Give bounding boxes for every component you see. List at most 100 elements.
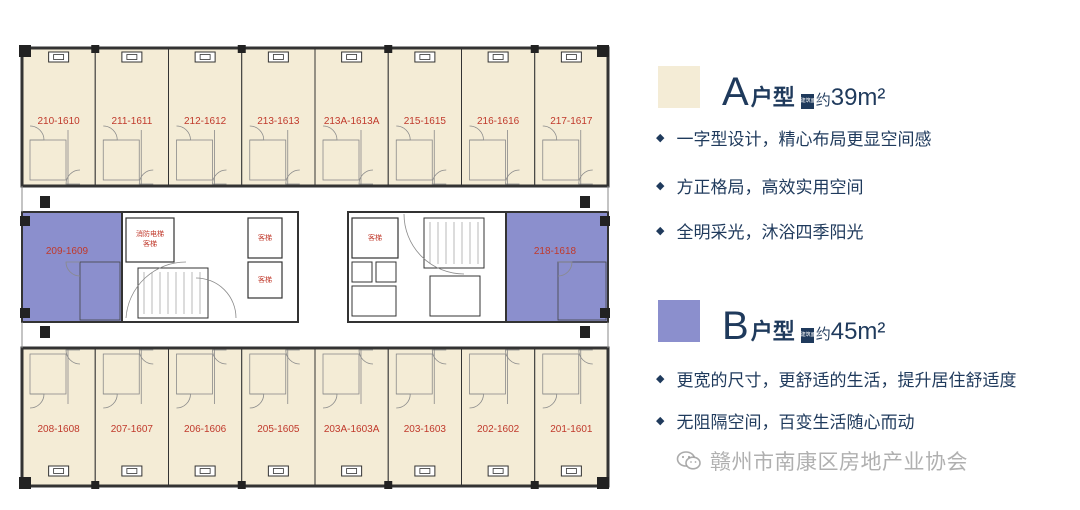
- window-bottom: [560, 465, 582, 477]
- diamond-bullet-icon: ◆: [656, 131, 665, 144]
- window-bottom: [487, 465, 509, 477]
- door-entry-bottom: [285, 349, 300, 365]
- door-swing: [138, 169, 154, 185]
- door-swing: [542, 125, 558, 141]
- passenger-elevator-2: [247, 261, 283, 299]
- lobby-room: [429, 275, 481, 317]
- door-entry-bottom: [65, 349, 81, 365]
- door-entry-bottom: [505, 349, 520, 365]
- window-bottom: [194, 465, 216, 477]
- window-top: [267, 51, 289, 63]
- column: [40, 326, 50, 338]
- door-top: [176, 125, 191, 141]
- door-bottom: [469, 393, 484, 409]
- bathroom-top: [249, 139, 287, 181]
- unit-label-bottom: 208-1608: [37, 424, 80, 435]
- type-b-swatch: [658, 300, 700, 342]
- window-pane: [126, 54, 138, 60]
- door-swing: [431, 349, 447, 365]
- window-pane: [492, 468, 504, 474]
- bathroom-bottom: [322, 353, 360, 395]
- door-bottom: [396, 393, 411, 409]
- unit-label-top: 212-1612: [184, 116, 227, 127]
- shaft-1: [351, 261, 373, 283]
- bathroom-top: [176, 139, 213, 181]
- column: [580, 326, 590, 338]
- door-top: [103, 125, 118, 141]
- type-a-area: 39m²: [830, 84, 886, 111]
- type-a-feature-2: ◆ 方正格局，高效实用空间: [656, 178, 864, 198]
- unit-label-top: 213A-1613A: [324, 116, 380, 127]
- bathroom-bottom: [29, 353, 67, 395]
- window-pane: [199, 468, 211, 474]
- column: [530, 45, 539, 53]
- unit-b-right: [505, 211, 609, 323]
- bathroom-bottom: [469, 353, 506, 395]
- unit-room-bottom: [534, 347, 609, 487]
- door-swing: [249, 393, 265, 409]
- stair-right: [423, 217, 485, 269]
- core-label-elevator-3: 客梯: [368, 233, 382, 242]
- column: [597, 45, 609, 57]
- bathroom-top: [102, 139, 140, 181]
- door-bottom: [103, 393, 118, 409]
- door-entry-bottom: [578, 349, 593, 365]
- bottom-wing-outline: [20, 346, 610, 488]
- type-b-feature-2: ◆ 无阻隔空间，百变生活随心而动: [656, 413, 915, 433]
- column: [20, 216, 30, 226]
- unit-room-top: [387, 47, 462, 187]
- door-bottom: [176, 393, 191, 409]
- column: [20, 308, 30, 318]
- door-swing: [285, 169, 300, 185]
- type-a-swatch: [658, 66, 700, 108]
- bathroom-b-right: [557, 261, 607, 321]
- core-label-fire-elevator: 消防电梯: [136, 229, 164, 238]
- unit-label-bottom: 203A-1603A: [324, 424, 380, 435]
- window-pane: [272, 468, 284, 474]
- door-swing: [578, 169, 593, 185]
- door-swing: [557, 261, 573, 277]
- unit-label-top: 217-1617: [550, 116, 593, 127]
- column: [600, 308, 610, 318]
- column: [91, 45, 100, 53]
- window-top: [194, 51, 216, 63]
- column: [597, 477, 609, 489]
- diamond-bullet-icon: ◆: [656, 372, 665, 385]
- fire-elevator-room: [125, 217, 175, 263]
- diamond-bullet-icon: ◆: [656, 179, 665, 192]
- door-swing: [469, 125, 484, 141]
- door-swing: [396, 393, 411, 409]
- window-top: [414, 51, 436, 63]
- unit-label-bottom: 202-1602: [477, 424, 520, 435]
- door-swing: [505, 169, 520, 185]
- door-top: [469, 125, 484, 141]
- door-bottom: [249, 393, 265, 409]
- type-b-feature-1: ◆ 更宽的尺寸，更舒适的生活，提升居住舒适度: [656, 371, 1017, 391]
- passenger-elevator-3: [351, 217, 399, 259]
- core-label-fire-elevator: 客梯: [143, 239, 157, 248]
- bathroom-bottom: [102, 353, 140, 395]
- diamond-bullet-icon: ◆: [656, 224, 665, 237]
- window-pane: [199, 54, 211, 60]
- window-top: [487, 51, 509, 63]
- door-swing: [65, 261, 81, 277]
- door-swing: [249, 125, 265, 141]
- window-bottom: [414, 465, 436, 477]
- unit-room-bottom: [461, 347, 536, 487]
- unit-label-bottom: 203-1603: [404, 424, 447, 435]
- unit-label-bottom: 207-1607: [111, 424, 154, 435]
- column: [19, 477, 31, 489]
- door-swing: [322, 393, 338, 409]
- unit-room-top: [534, 47, 609, 187]
- door-entry-bottom: [431, 349, 447, 365]
- window-pane: [272, 54, 284, 60]
- bathroom-top: [542, 139, 580, 181]
- door-top: [542, 125, 558, 141]
- utility-room: [351, 285, 397, 317]
- watermark-text: 赣州市南康区房地产业协会: [710, 450, 968, 474]
- bathroom-b-left: [79, 261, 121, 321]
- passenger-elevator-1: [247, 217, 283, 259]
- bathroom-top: [322, 139, 360, 181]
- unit-label-top: 215-1615: [404, 116, 447, 127]
